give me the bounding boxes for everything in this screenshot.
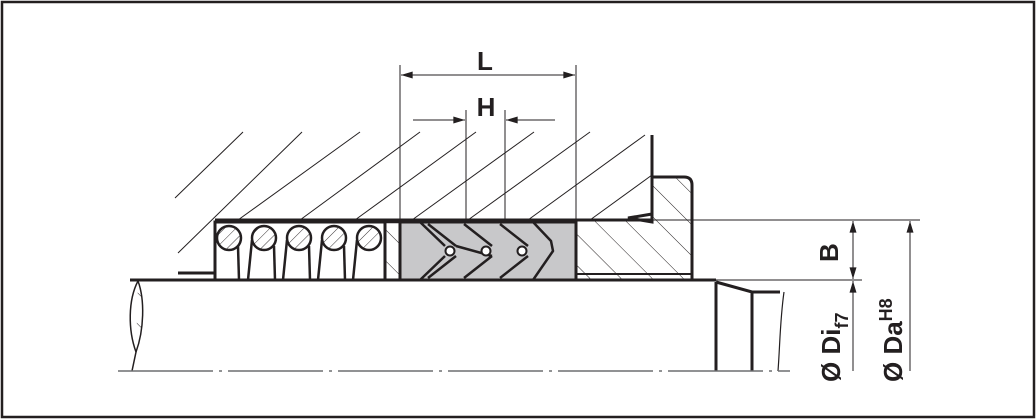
- inner-diameter-tolerance: f7: [832, 313, 852, 329]
- inner-diameter-label: Ø Dif7: [816, 313, 852, 382]
- dimension-lines: [399, 65, 920, 371]
- outer-diameter-prefix: Ø Da: [878, 321, 908, 382]
- dimension-label-L: L: [477, 46, 493, 76]
- dimension-label-B: B: [814, 243, 844, 262]
- housing-step: [627, 135, 654, 224]
- outer-diameter-tolerance: H8: [876, 298, 896, 321]
- outer-diameter-label: Ø DaH8: [876, 298, 908, 382]
- gland-ring: [574, 175, 694, 282]
- inner-diameter-prefix: Ø Di: [816, 329, 846, 382]
- dimension-label-H: H: [477, 92, 496, 122]
- spring: [178, 220, 402, 282]
- shaft: [129, 278, 785, 372]
- packing-set: [398, 220, 578, 282]
